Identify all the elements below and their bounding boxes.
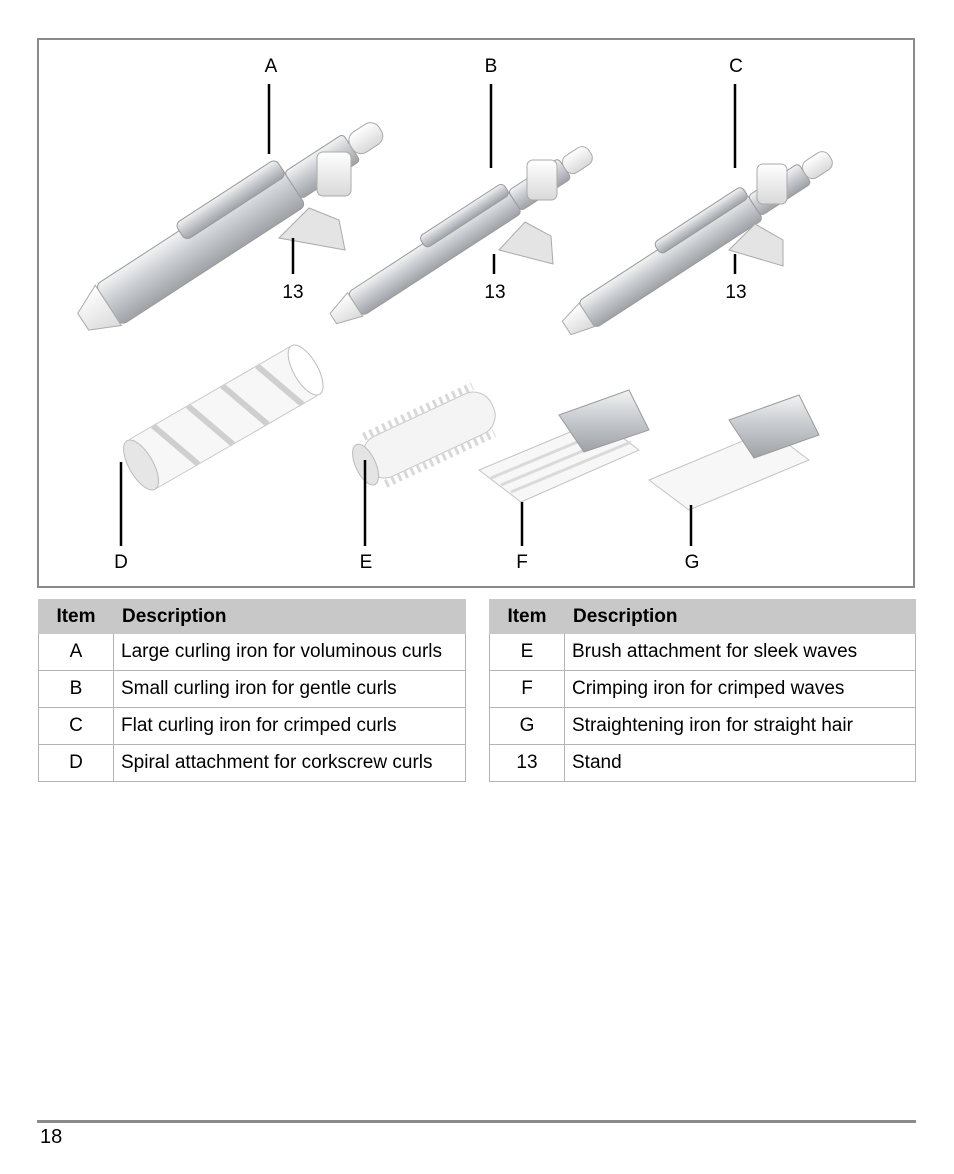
cell-description: Straightening iron for straight hair — [564, 707, 916, 745]
header-item: Item — [38, 599, 114, 634]
cell-item: B — [38, 670, 114, 708]
curling-iron-small — [329, 146, 593, 325]
product-illustration: A B C 13 13 13 D E F G — [77, 56, 833, 573]
cell-description: Large curling iron for voluminous curls — [113, 633, 466, 671]
footer-divider — [37, 1120, 916, 1123]
table-header-row: Item Description — [489, 599, 916, 634]
page-number: 18 — [40, 1126, 63, 1148]
crimping-plate — [478, 389, 650, 503]
table-row: G Straightening iron for straight hair — [489, 707, 916, 745]
table-row: D Spiral attachment for corkscrew curls — [38, 744, 466, 782]
callout-lines — [119, 84, 737, 546]
label-g: G — [685, 552, 700, 573]
table-row: F Crimping iron for crimped waves — [489, 670, 916, 708]
table-row: B Small curling iron for gentle curls — [38, 670, 466, 708]
label-a: A — [265, 56, 278, 77]
spiral-attachment — [123, 344, 324, 491]
header-description: Description — [564, 599, 916, 634]
cell-description: Brush attachment for sleek waves — [564, 633, 916, 671]
label-stand-b: 13 — [484, 282, 505, 303]
cell-item: 13 — [489, 744, 565, 782]
label-stand-c: 13 — [725, 282, 746, 303]
cell-item: G — [489, 707, 565, 745]
parts-table-right: Item Description E Brush attachment for … — [489, 599, 916, 782]
table-row: E Brush attachment for sleek waves — [489, 633, 916, 671]
cell-item: C — [38, 707, 114, 745]
cell-description: Flat curling iron for crimped curls — [113, 707, 466, 745]
cell-description: Spiral attachment for corkscrew curls — [113, 744, 466, 782]
cell-description: Small curling iron for gentle curls — [113, 670, 466, 708]
cell-item: A — [38, 633, 114, 671]
brush-attachment — [352, 382, 497, 488]
table-header-row: Item Description — [38, 599, 466, 634]
straightening-plate — [648, 394, 820, 511]
cell-description: Crimping iron for crimped waves — [564, 670, 916, 708]
parts-table-left: Item Description A Large curling iron fo… — [38, 599, 466, 782]
label-d: D — [114, 552, 128, 573]
label-e: E — [360, 552, 373, 573]
table-row: A Large curling iron for voluminous curl… — [38, 633, 466, 671]
table-row: C Flat curling iron for crimped curls — [38, 707, 466, 745]
product-figure: A B C 13 13 13 D E F G — [37, 38, 915, 588]
label-stand-a: 13 — [282, 282, 303, 303]
header-description: Description — [113, 599, 466, 634]
cell-item: D — [38, 744, 114, 782]
cell-description: Stand — [564, 744, 916, 782]
cell-item: F — [489, 670, 565, 708]
label-c: C — [729, 56, 743, 77]
label-f: F — [516, 552, 528, 573]
label-b: B — [485, 56, 498, 77]
table-row: 13 Stand — [489, 744, 916, 782]
header-item: Item — [489, 599, 565, 634]
curling-iron-large — [77, 122, 384, 331]
cell-item: E — [489, 633, 565, 671]
curling-iron-flat — [561, 151, 833, 336]
